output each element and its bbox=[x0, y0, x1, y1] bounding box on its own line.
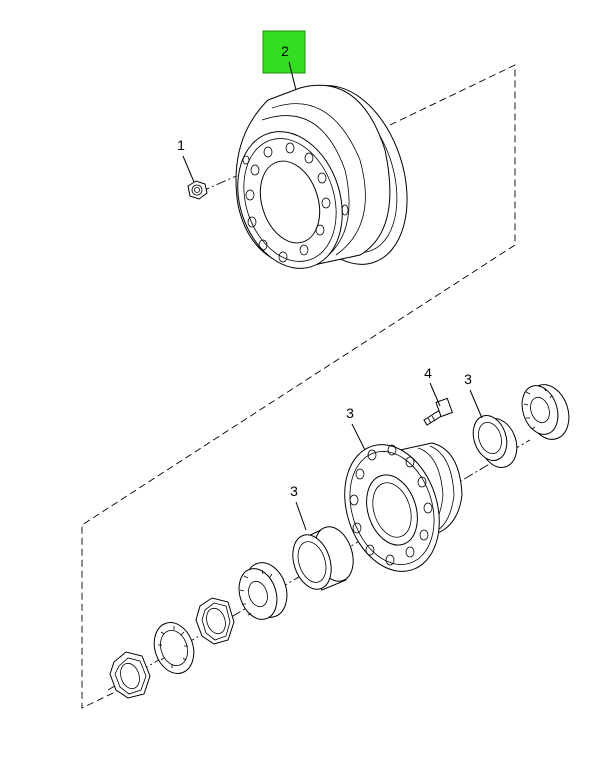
inner-bearing-cone[interactable] bbox=[233, 557, 294, 624]
callout-2-label: 2 bbox=[281, 43, 289, 59]
drum-bolt-holes bbox=[242, 142, 331, 263]
inner-bearing-cup[interactable] bbox=[286, 522, 360, 594]
callout-3a-leader bbox=[351, 423, 366, 451]
assembly-boundary bbox=[81, 64, 516, 709]
callout-3b-leader bbox=[295, 501, 307, 531]
callout-3c-label: 3 bbox=[464, 371, 472, 387]
wheel-stud[interactable] bbox=[423, 397, 454, 426]
brake-drum[interactable] bbox=[221, 70, 429, 282]
callout-4-leader bbox=[429, 382, 441, 407]
jam-nut[interactable] bbox=[109, 651, 151, 699]
callout-3a-label: 3 bbox=[346, 405, 354, 421]
callout-3b-label: 3 bbox=[290, 483, 298, 499]
callout-4-label: 4 bbox=[424, 365, 432, 381]
adjusting-nut[interactable] bbox=[195, 597, 235, 645]
lock-washer[interactable] bbox=[148, 617, 200, 678]
callout-2-leader bbox=[288, 61, 297, 91]
wheel-hub[interactable] bbox=[329, 432, 463, 583]
callout-1-leader bbox=[182, 155, 195, 183]
hub-bolt-holes bbox=[349, 444, 433, 566]
outer-bearing-cup[interactable] bbox=[468, 411, 523, 472]
lug-nut[interactable] bbox=[187, 180, 208, 200]
callout-3c-leader bbox=[469, 389, 483, 419]
outer-bearing-cone[interactable] bbox=[516, 379, 576, 445]
highlight-box[interactable] bbox=[262, 30, 306, 74]
callout-1-label: 1 bbox=[177, 137, 185, 153]
